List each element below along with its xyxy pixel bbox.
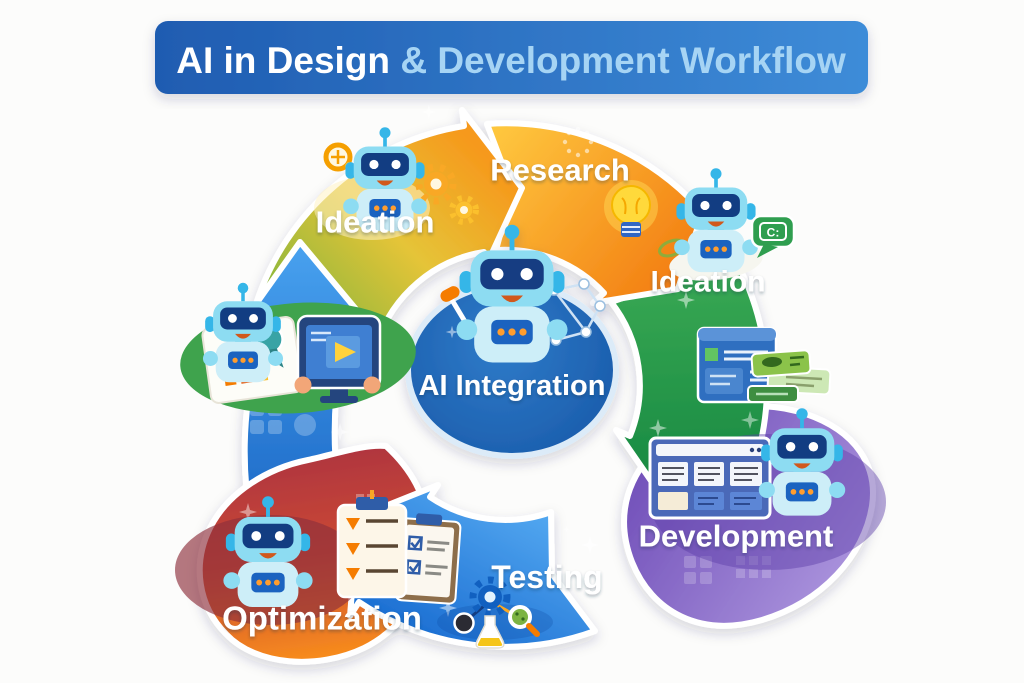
checklist-clipboard-icon bbox=[394, 513, 462, 605]
sparkle-icon bbox=[562, 525, 570, 533]
ink-ball-icon bbox=[453, 612, 475, 634]
hand bbox=[294, 376, 312, 394]
optimization-illustration bbox=[175, 490, 462, 625]
flask-icon bbox=[475, 615, 505, 649]
monitor-icon bbox=[294, 314, 382, 403]
window-grid-icon bbox=[684, 556, 712, 584]
card-stack-icon bbox=[747, 349, 832, 403]
title-banner: AI in Design & Development Workflow bbox=[155, 21, 868, 94]
label-development: Development bbox=[639, 519, 834, 554]
ideation-right-illustration: C: bbox=[658, 166, 832, 404]
checklist-clipboard-icon bbox=[336, 490, 408, 599]
code-bubble-text: C: bbox=[767, 226, 780, 240]
label-ai-integration: AI Integration bbox=[419, 370, 606, 402]
dotted-circle-icon bbox=[562, 126, 594, 158]
label-testing: Testing bbox=[491, 559, 602, 595]
pie-chart-icon bbox=[294, 414, 316, 436]
flow-up-illustration bbox=[180, 281, 416, 414]
label-ideation-right: Ideation bbox=[650, 266, 765, 299]
title-part-secondary: & Development Workflow bbox=[390, 40, 846, 81]
cycle-ring bbox=[196, 107, 876, 665]
mallet-head-icon bbox=[440, 286, 460, 302]
hand bbox=[363, 376, 381, 394]
gear-icon bbox=[449, 195, 479, 225]
sparkle-icon bbox=[581, 536, 599, 554]
window-grid-icon bbox=[606, 594, 631, 619]
label-ideation-top-left: Ideation bbox=[316, 205, 435, 240]
title-banner-background bbox=[155, 21, 868, 94]
gear-icon bbox=[415, 163, 457, 205]
browser-window-icon bbox=[648, 436, 772, 520]
lightbulb-icon bbox=[604, 180, 658, 237]
development-illustration bbox=[648, 406, 886, 570]
page-title: AI in Design & Development Workflow bbox=[176, 40, 846, 81]
ideation-top-left-illustration bbox=[314, 125, 479, 240]
dot-grid-icon bbox=[736, 556, 771, 578]
sparkle-icon bbox=[421, 104, 436, 120]
segment-labels: Ideation Research Ideation Development T… bbox=[222, 153, 833, 637]
code-bubble-icon: C: bbox=[750, 214, 796, 258]
testing-illustration bbox=[437, 576, 553, 649]
magnifier-icon bbox=[508, 605, 540, 637]
gear-icon bbox=[469, 576, 511, 618]
title-part-primary: AI in Design bbox=[176, 40, 390, 81]
label-research: Research bbox=[490, 153, 630, 188]
label-optimization: Optimization bbox=[222, 600, 422, 637]
